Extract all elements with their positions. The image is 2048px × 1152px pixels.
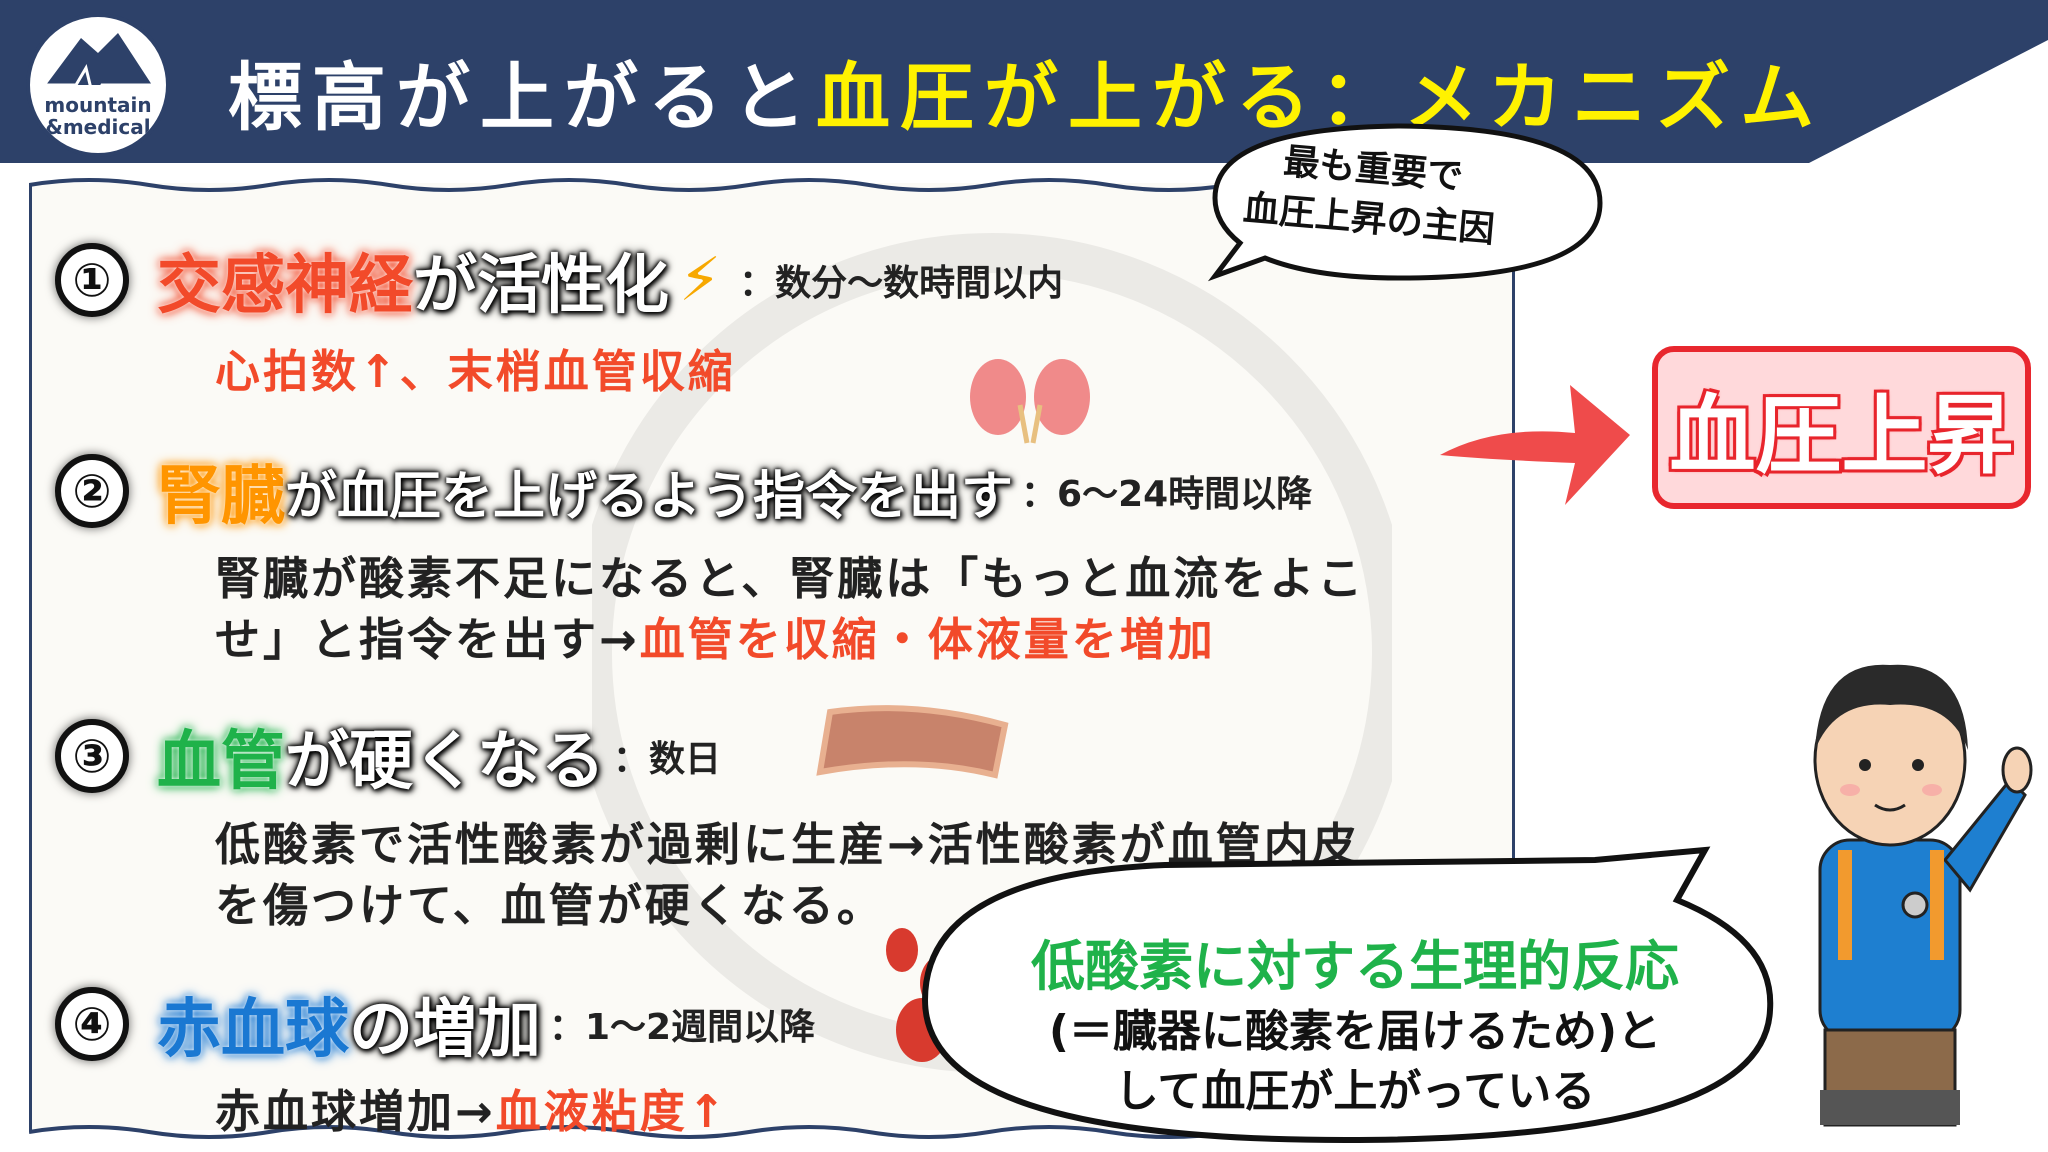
- item-rest: が硬くなる: [285, 725, 605, 799]
- item-key: 赤血球: [157, 993, 349, 1067]
- number-badge: ②: [55, 454, 129, 528]
- speech-line2: (＝臓器に酸素を届けるため)と: [1048, 1006, 1662, 1057]
- arrow-right-icon: [1440, 385, 1630, 505]
- item-1-body: 心拍数↑、末梢血管収縮: [215, 345, 736, 398]
- logo: mountain &medical: [26, 13, 170, 157]
- speech-title: 低酸素に対する生理的反応: [1031, 935, 1679, 998]
- item-2-body-line2: せ」と指令を出す→血管を収縮・体液量を増加: [215, 603, 1216, 668]
- body-highlight: 血液粘度↑: [495, 1085, 729, 1138]
- blood-vessel-icon: [816, 705, 1009, 779]
- number-badge: ①: [55, 243, 129, 317]
- callout-bubble: [1207, 123, 1603, 282]
- lightning-icon: ⚡: [679, 245, 722, 315]
- item-rest: が血圧を上げるよう指令を出す: [285, 466, 1014, 527]
- item-2-heading: ② 腎臓 が血圧を上げるよう指令を出す ：6〜24時間以降: [55, 445, 1312, 537]
- logo-text-1: mountain: [44, 93, 152, 117]
- body-text: せ」と指令を出す→: [215, 613, 640, 666]
- item-rest: の増加: [349, 993, 541, 1067]
- page-title: 標高が上がると血圧が上がる：メカニズム: [228, 38, 1824, 145]
- result-box: 血圧上昇: [1652, 346, 2031, 509]
- item-rest: が活性化: [413, 249, 669, 323]
- item-key: 血管: [157, 725, 285, 799]
- item-3-body-line2: を傷つけて、血管が硬くなる。: [215, 879, 885, 932]
- speech-bubble: [921, 846, 1774, 1144]
- mountain-logo-icon: [46, 33, 152, 106]
- body-text: 赤血球増加→: [215, 1085, 496, 1138]
- number-badge: ③: [55, 719, 129, 793]
- item-4-body: 赤血球増加→血液粘度↑: [215, 1075, 728, 1140]
- item-1-heading: ① 交感神経 が活性化 ⚡ ：数分〜数時間以内: [55, 234, 1063, 326]
- item-4-heading: ④ 赤血球 の増加 ：1〜2週間以降: [55, 978, 815, 1070]
- kidney-icon: [970, 359, 1090, 444]
- item-key: 交感神経: [157, 249, 413, 323]
- item-key: 腎臓: [157, 460, 285, 534]
- item-timing: ：6〜24時間以降: [1021, 474, 1313, 515]
- body-highlight: 血管を収縮・体液量を増加: [639, 613, 1216, 666]
- logo-text-2: &medical: [45, 115, 151, 139]
- item-timing: ：数日: [613, 739, 722, 780]
- speech-line3: して血圧が上がっている: [1114, 1066, 1596, 1117]
- item-timing: ：数分〜数時間以内: [739, 263, 1064, 304]
- title-white: 標高が上がると: [228, 55, 816, 141]
- item-timing: ：1〜2週間以降: [549, 1007, 816, 1048]
- item-2-body-line1: 腎臓が酸素不足になると、腎臓は「もっと血流をよこ: [215, 552, 1366, 605]
- header-banner: [0, 0, 2048, 163]
- title-yellow: 血圧が上がる：メカニズム: [816, 55, 1824, 141]
- doctor-character-icon: [1813, 664, 2033, 1127]
- number-badge: ④: [55, 987, 129, 1061]
- item-3-heading: ③ 血管 が硬くなる ：数日: [55, 710, 721, 802]
